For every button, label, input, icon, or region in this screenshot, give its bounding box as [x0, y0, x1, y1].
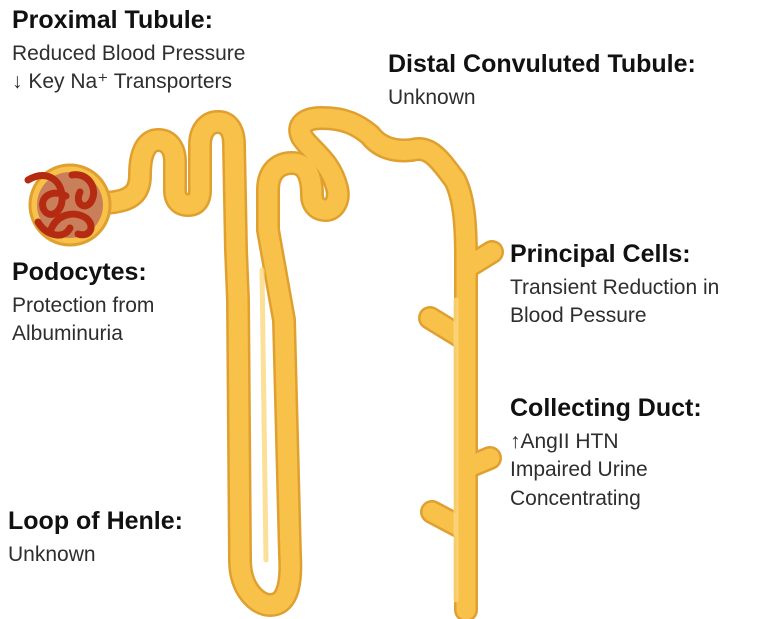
- proximal-tubule-heading: Proximal Tubule:: [12, 6, 245, 36]
- principal-cells-label: Principal Cells: Transient Reduction in …: [510, 240, 719, 333]
- podocytes-line: Protection from: [12, 294, 154, 319]
- loop-of-henle-heading: Loop of Henle:: [8, 507, 183, 537]
- podocytes-label: Podocytes: Protection from Albuminuria: [12, 258, 154, 351]
- podocytes-heading: Podocytes:: [12, 258, 154, 288]
- principal-cells-line: Blood Pessure: [510, 304, 719, 329]
- glomerulus: [28, 165, 110, 245]
- podocytes-line: Albuminuria: [12, 322, 154, 347]
- collecting-duct-line: Impaired Urine: [510, 458, 702, 483]
- principal-cells-heading: Principal Cells:: [510, 240, 719, 270]
- loop-of-henle-line: Unknown: [8, 543, 183, 568]
- principal-cells-line: Transient Reduction in: [510, 276, 719, 301]
- proximal-tubule-line: Reduced Blood Pressure: [12, 42, 245, 67]
- distal-tubule-heading: Distal Convuluted Tubule:: [388, 50, 696, 80]
- collecting-duct-line: ↑AngII HTN: [510, 430, 702, 455]
- collecting-duct-heading: Collecting Duct:: [510, 394, 702, 424]
- proximal-tubule-label: Proximal Tubule: Reduced Blood Pressure …: [12, 6, 245, 99]
- distal-tubule-line: Unknown: [388, 86, 696, 111]
- proximal-tubule-line: ↓ Key Na⁺ Transporters: [12, 70, 245, 95]
- collecting-duct-label: Collecting Duct: ↑AngII HTN Impaired Uri…: [510, 394, 702, 516]
- distal-tubule-label: Distal Convuluted Tubule: Unknown: [388, 50, 696, 114]
- loop-of-henle-label: Loop of Henle: Unknown: [8, 507, 183, 571]
- collecting-duct-line: Concentrating: [510, 487, 702, 512]
